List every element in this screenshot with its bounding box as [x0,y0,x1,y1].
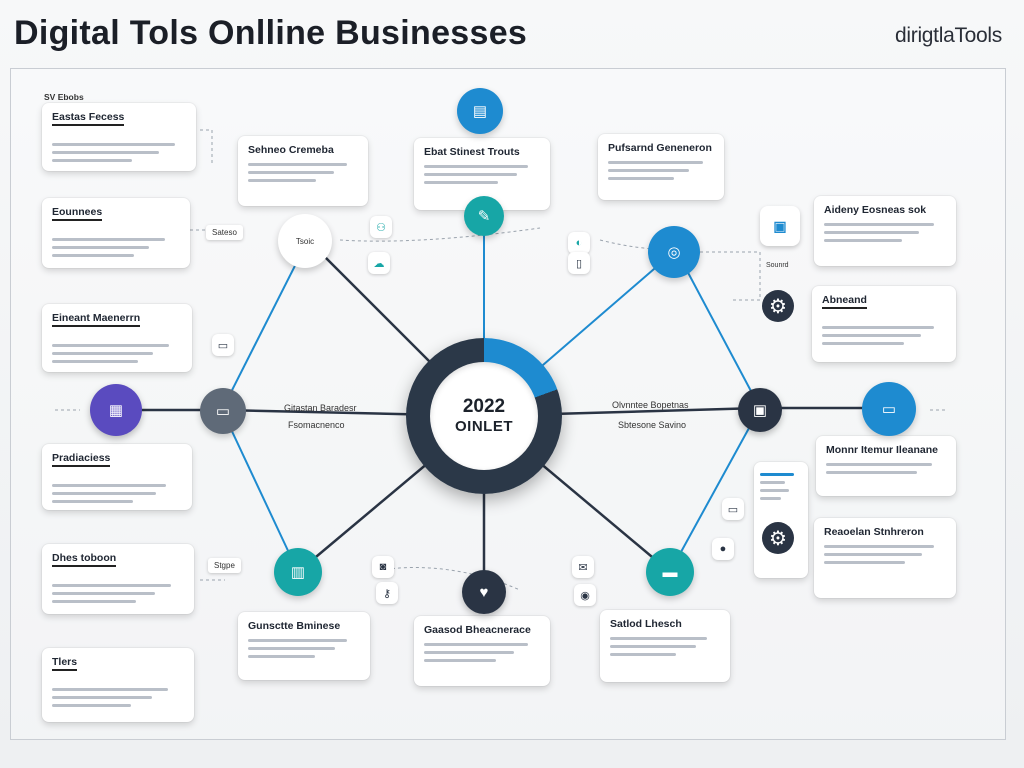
pin-icon[interactable]: ◉ [574,584,596,606]
brand-logo: dirigtlaTools [895,24,1002,47]
side-panel[interactable] [754,462,808,578]
card-bottom-1[interactable]: Gunsctte Bminese [238,612,370,680]
card-left-2[interactable]: Eounnees [42,198,190,268]
card-top-1[interactable]: Sehneo Cremeba [238,136,368,206]
card-left-3[interactable]: Eineant Maenerrn [42,304,192,372]
card-top-3[interactable]: Pufsarnd Geneneron [598,134,724,200]
message-icon-2[interactable]: ▭ [722,498,744,520]
label-right-spoke-top: Olvnntee Bopetnas [612,400,689,410]
card-left-6[interactable]: Tlers [42,648,194,722]
message-icon[interactable]: ✉ [572,556,594,578]
card-title: Ebat Stinest Trouts [424,146,520,158]
label-right-spoke-bottom: Sbtesone Savino [618,420,687,430]
card-right-4[interactable]: Reaoelan Stnhreron [814,518,956,598]
gear-icon-2[interactable]: ⚙ [762,522,794,554]
card-title: Eineant Maenerrn [52,312,141,327]
card-title: Gaasod Bheacnerace [424,624,531,636]
node-bottom-right[interactable]: ▬ [646,548,694,596]
card-title: Tlers [52,656,78,671]
device-icon: ▤ [472,102,488,120]
presentation-icon: ▭ [881,400,897,418]
corner-label: SV Ebobs [44,92,84,102]
chat-bubble-icon[interactable]: ▭ [212,334,234,356]
label-left-spoke-top: Gitastan Baradesr [284,403,357,413]
card-title: Eounnees [52,206,103,221]
card-right-2[interactable]: Abneand [812,286,956,362]
toggle-icon[interactable]: ◐ [568,232,590,254]
card-title: Gunsctte Bminese [248,620,341,632]
cloud-icon[interactable]: ☁ [368,252,390,274]
card-title: Eastas Fecess [52,111,125,126]
badge-right-label: Sounrd [766,262,789,269]
page-title: Digital Tols Onlline Businesses [14,14,528,52]
key-icon[interactable]: ⚷ [376,582,398,604]
node-top-device[interactable]: ▤ [457,88,503,134]
card-bottom-3[interactable]: Satlod Lhesch [600,610,730,682]
card-right-3[interactable]: Monnr Itemur Ileanane [816,436,956,496]
card-bottom-2[interactable]: Gaasod Bheacnerace [414,616,550,686]
dot-icon[interactable]: ● [712,538,734,560]
badge-right[interactable]: ▣ [760,206,800,246]
link-icon[interactable]: ⚇ [370,216,392,238]
tag-left-2[interactable]: Stgpe [208,558,241,573]
label-left-spoke-bottom: Fsomacnenco [288,420,345,430]
calendar-icon: ▦ [108,401,124,419]
card-title: Aideny Eosneas sok [824,204,927,216]
heart-icon: ♥ [479,583,489,601]
hub-center[interactable]: 2022 OINLET [430,362,538,470]
card-left-1[interactable]: Eastas Fecess [42,103,196,171]
node-label: Tsoic [295,236,315,246]
card-title: Sehneo Cremeba [248,144,334,156]
tag-left-1[interactable]: Sateso [206,225,243,240]
node-right[interactable]: ▭ [862,382,916,436]
card-title: Abneand [822,294,867,309]
globe-icon: ◎ [667,243,681,261]
card-title: Pufsarnd Geneneron [608,142,712,154]
card-title: Monnr Itemur Ileanane [826,444,939,456]
monitor-icon: ▬ [662,563,678,581]
tablet-icon: ▣ [752,401,768,419]
node-top-right[interactable]: ◎ [648,226,700,278]
app-icon: ▣ [773,217,787,234]
card-title: Satlod Lhesch [610,618,682,630]
card-left-5[interactable]: Dhes toboon [42,544,194,614]
hub-label: OINLET [455,418,513,435]
card-right-1[interactable]: Aideny Eosneas sok [814,196,956,266]
card-title: Pradiaciess [52,452,111,467]
node-bottom[interactable]: ♥ [462,570,506,614]
gear-icon[interactable]: ⚙ [762,290,794,322]
analytics-icon: ▥ [290,563,306,581]
document-icon: ▭ [215,402,231,420]
node-top-left[interactable]: Tsoic [278,214,332,268]
hub-year: 2022 [462,396,506,417]
card-left-4[interactable]: Pradiaciess [42,444,192,510]
chat-icon: ✎ [477,207,491,225]
node-bottom-left[interactable]: ▥ [274,548,322,596]
node-left[interactable]: ▦ [90,384,142,436]
node-top[interactable]: ✎ [464,196,504,236]
node-left-inner[interactable]: ▭ [200,388,246,434]
phone-icon[interactable]: ▯ [568,252,590,274]
node-right-inner[interactable]: ▣ [738,388,782,432]
card-title: Reaoelan Stnhreron [824,526,924,538]
card-title: Dhes toboon [52,552,117,567]
camera-icon[interactable]: ◙ [372,556,394,578]
